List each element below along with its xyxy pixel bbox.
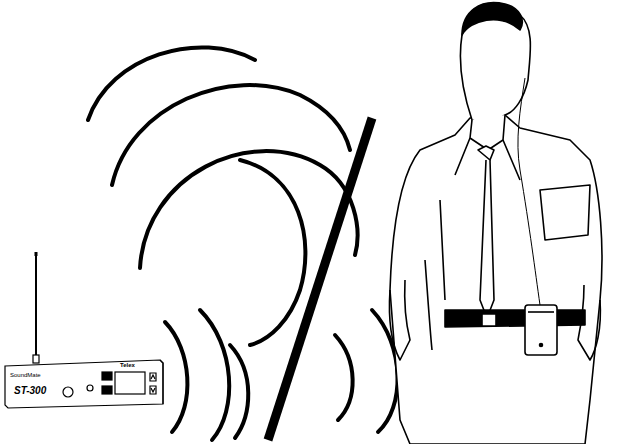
maker-name: Telex bbox=[120, 362, 135, 368]
man-figure bbox=[389, 3, 601, 444]
brand-logo: SoundMate bbox=[10, 372, 41, 378]
slash bbox=[268, 118, 372, 440]
model-number: ST-300 bbox=[14, 386, 46, 396]
transmitter-unit bbox=[5, 252, 163, 408]
